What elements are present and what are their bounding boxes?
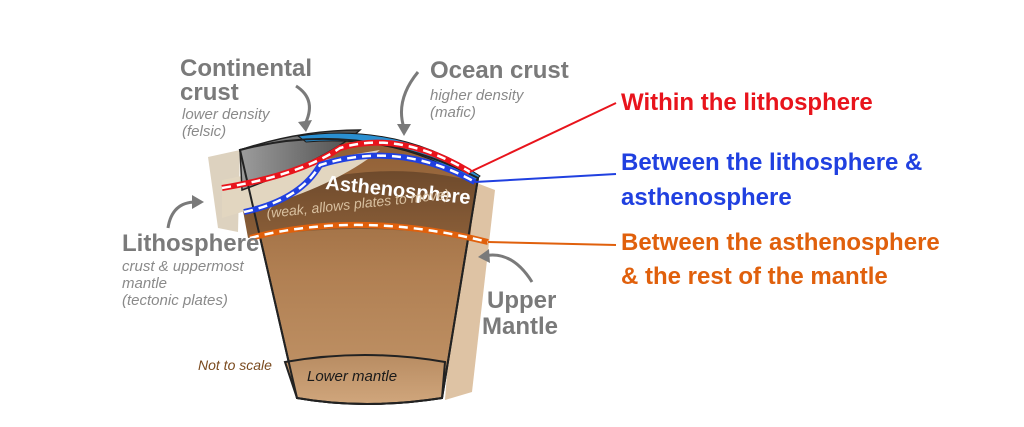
legend-blue-label: Between the lithosphere & <box>621 149 922 176</box>
continental-crust-desc: lower density <box>182 106 271 123</box>
legend-orange-label: Between the asthenosphere <box>621 229 940 256</box>
legend-blue-label-2: asthenosphere <box>621 184 792 211</box>
red-boundary-line <box>221 139 472 191</box>
blue-boundary-line <box>243 152 477 215</box>
continental-crust-desc-2: (felsic) <box>182 123 226 140</box>
lower-mantle-label: Lower mantle <box>307 368 397 385</box>
lithosphere-desc-3: (tectonic plates) <box>122 292 228 309</box>
continental-crust-label-2: crust <box>180 79 239 106</box>
continental-crust-label: Continental <box>180 55 312 82</box>
orange-boundary-line <box>249 221 489 245</box>
lithosphere-desc-2: mantle <box>122 275 167 292</box>
not-to-scale-note: Not to scale <box>198 357 272 373</box>
ocean-crust-desc: higher density <box>430 87 525 104</box>
continental-arrowhead <box>298 120 312 132</box>
ocean-arrowhead <box>397 124 411 136</box>
lithosphere-label: Lithosphere <box>122 230 259 257</box>
lithosphere-arrowhead <box>192 195 204 209</box>
legend-orange-label-2: & the rest of the mantle <box>621 263 888 290</box>
upper-mantle-label: Upper <box>487 287 556 314</box>
legend-red-label: Within the lithosphere <box>621 89 873 116</box>
upper-mantle-arrowhead <box>478 249 490 263</box>
mantle-wedge-outline <box>238 137 480 405</box>
continental-arrow <box>295 84 311 127</box>
orange-pointer-line <box>487 241 617 246</box>
blue-pointer-line <box>474 173 617 183</box>
ocean-arrow <box>400 71 420 129</box>
upper-mantle-arrow <box>483 253 534 283</box>
lithosphere-desc: crust & uppermost <box>122 258 245 275</box>
lithosphere-arrow <box>166 200 197 229</box>
upper-mantle-side-slab <box>445 182 495 400</box>
red-pointer-line <box>469 102 617 173</box>
ocean-crust-label: Ocean crust <box>430 57 569 84</box>
ocean-crust-desc-2: (mafic) <box>430 104 476 121</box>
upper-mantle-label-2: Mantle <box>482 313 558 340</box>
